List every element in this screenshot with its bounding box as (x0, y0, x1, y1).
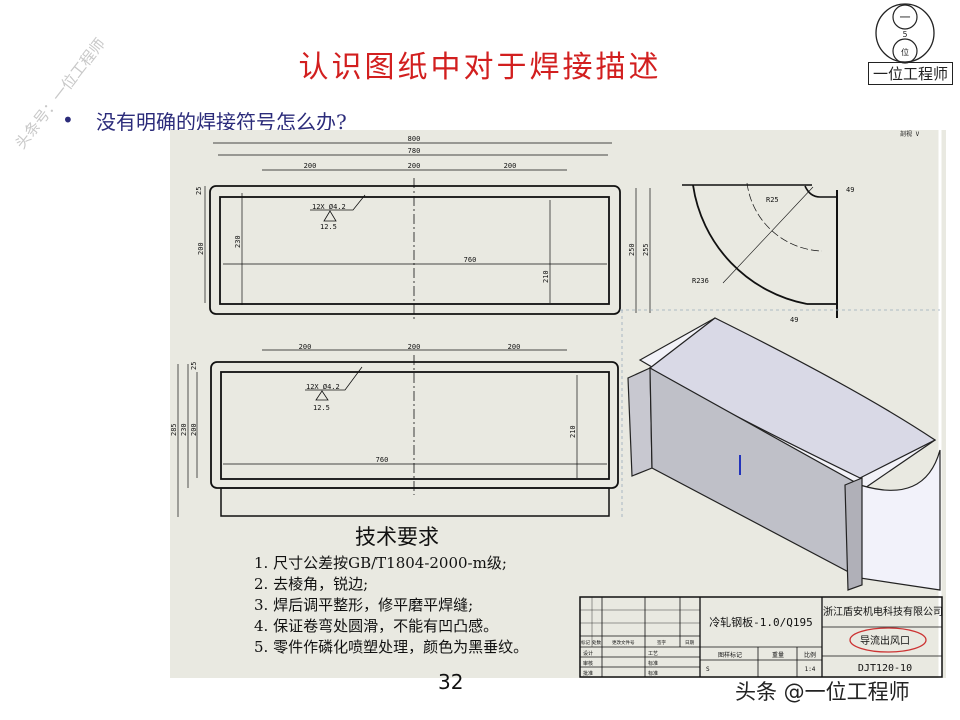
dim-250: 250 (628, 243, 636, 256)
weight-header: 重量 (772, 651, 784, 659)
tech-req-item: 3. 焊后调平整形，修平磨平焊缝; (254, 596, 473, 614)
logo-icon: 一 5 位 (875, 3, 935, 64)
part-name: 导流出风口 (860, 634, 910, 647)
material: 冷轧钢板-1.0/Q195 (709, 615, 813, 629)
dim-49-bottom: 49 (790, 316, 798, 324)
dim-pitch: 200 (508, 343, 521, 351)
isometric-view (627, 317, 941, 591)
tech-req-item: 2. 去棱角，锐边; (254, 575, 368, 593)
dim-width: 760 (376, 456, 389, 464)
dim-49-top: 49 (846, 186, 854, 194)
bullet-icon: • (62, 108, 74, 132)
dim-230: 230 (180, 423, 188, 436)
dim-25: 25 (195, 187, 203, 195)
dim-pitch: 200 (408, 162, 421, 170)
company-name: 浙江盾安机电科技有限公司 (823, 605, 943, 618)
logo-mid-char: 5 (903, 30, 908, 39)
dim-pitch: 200 (504, 162, 517, 170)
view-label: 剖视 V (900, 130, 920, 138)
radius-large: R236 (692, 277, 709, 285)
header-cell: 更改文件号 (612, 639, 635, 646)
row-label: 批准 (583, 670, 593, 677)
roughness: 12.5 (320, 223, 337, 231)
tech-req-item: 4. 保证卷弯处圆滑，不能有凹凸感。 (254, 617, 498, 635)
radius-small: R25 (766, 196, 779, 204)
scale-value: 1:4 (805, 666, 816, 673)
tech-req-item: 1. 尺寸公差按GB/T1804-2000-m级; (254, 554, 507, 572)
logo-bottom-char: 位 (901, 47, 909, 57)
footer-watermark: 头条 @一位工程师 (735, 680, 910, 704)
logo-label: 一位工程师 (868, 62, 954, 85)
dim-230: 230 (234, 235, 242, 248)
dim-210: 210 (569, 425, 577, 438)
header-cell: 标记 (581, 639, 590, 646)
dim-width: 760 (464, 256, 477, 264)
dim-pitch: 200 (408, 343, 421, 351)
mark-value: S (706, 666, 710, 673)
header-cell: 签字 (657, 639, 666, 646)
drawing-number: DJT120-10 (858, 663, 912, 674)
dim-25: 25 (190, 362, 198, 370)
side-view (620, 182, 940, 520)
dim-pitch: 200 (299, 343, 312, 351)
row-label: 设计 (583, 650, 593, 657)
front-view (177, 349, 619, 517)
header-cell: 处数 (592, 639, 601, 646)
tech-req-item: 5. 零件作磷化喷塑处理，颜色为黑垂纹。 (254, 638, 528, 656)
top-view (204, 142, 651, 320)
dim-200: 200 (190, 423, 198, 436)
scale-header: 比例 (804, 651, 816, 659)
dim-200: 200 (197, 242, 205, 255)
row-label: 工艺 (648, 651, 658, 657)
dim-285: 285 (170, 423, 178, 436)
logo-top-char: 一 (900, 11, 911, 24)
page-number: 32 (438, 670, 464, 694)
row-label: 标准 (648, 660, 658, 667)
title-block (579, 596, 943, 678)
header-cell: 日期 (685, 640, 694, 646)
dim-255: 255 (642, 243, 650, 256)
row-label: 标准 (648, 670, 658, 677)
row-label: 审核 (583, 660, 593, 667)
mark-header: 图样标记 (718, 651, 742, 659)
tech-req-title: 技术要求 (355, 525, 439, 549)
weld-note: 12X Ø4.2 (306, 383, 340, 391)
roughness: 12.5 (313, 404, 330, 412)
dim-pitch: 200 (304, 162, 317, 170)
dim-inner: 780 (408, 147, 421, 155)
weld-note: 12X Ø4.2 (312, 203, 346, 211)
dim-overall: 800 (408, 135, 421, 143)
slide-title: 认识图纸中对于焊接描述 (298, 50, 662, 85)
dim-210: 210 (542, 270, 550, 283)
tech-requirements: 技术要求 1. 尺寸公差按GB/T1804-2000-m级; 2. 去棱角，锐边… (254, 525, 528, 656)
